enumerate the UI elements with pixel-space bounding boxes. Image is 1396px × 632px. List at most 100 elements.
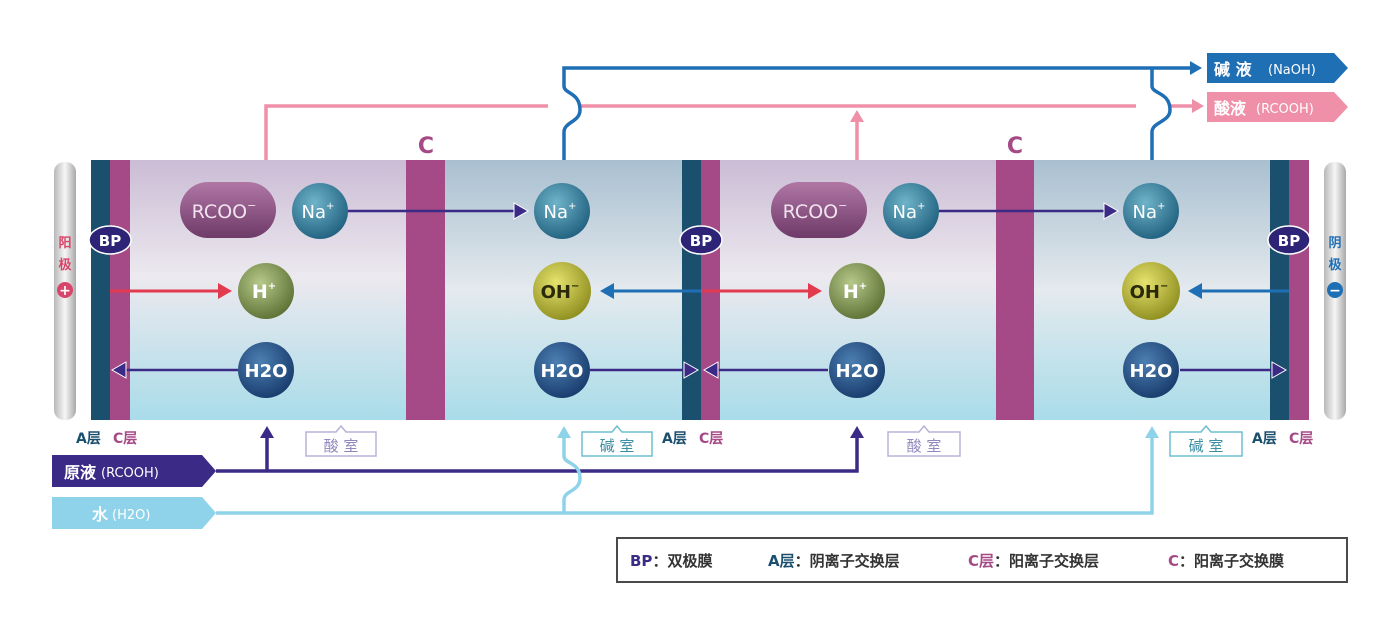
water-riser-1-arrowhead bbox=[557, 426, 571, 438]
bp-badge-right: BP bbox=[1267, 225, 1311, 255]
anode-label-1: 阳 bbox=[58, 236, 71, 251]
svg-text:BP: BP bbox=[1278, 232, 1300, 250]
svg-text:H2O: H2O bbox=[541, 361, 584, 382]
svg-text:BP: BP bbox=[690, 232, 712, 250]
svg-text:碱 液: 碱 液 bbox=[1214, 60, 1253, 79]
anode-label-2: 极 bbox=[58, 257, 72, 273]
oh-arrow-2-head bbox=[1188, 283, 1202, 299]
h-ion-2: H+ bbox=[829, 263, 885, 319]
svg-text:(RCOOH): (RCOOH) bbox=[1256, 102, 1314, 117]
svg-text:A层: A层 bbox=[662, 431, 687, 447]
acid-output-pipe bbox=[264, 104, 1192, 160]
svg-text:A层：阴离子交换层: A层：阴离子交换层 bbox=[768, 552, 900, 570]
svg-text:BP：双极膜: BP：双极膜 bbox=[630, 552, 712, 570]
svg-text:酸 室: 酸 室 bbox=[907, 437, 942, 455]
oh-ion-1: OH− bbox=[533, 262, 591, 320]
layer-label-right: A层 C层 bbox=[1252, 431, 1313, 447]
svg-text:C层: C层 bbox=[113, 431, 137, 447]
na-arrow-1-head bbox=[513, 202, 530, 220]
anode-sign: + bbox=[59, 283, 71, 299]
svg-text:RCOO−: RCOO− bbox=[783, 199, 848, 223]
acid-output-arrowhead bbox=[1192, 99, 1204, 113]
cathode-sign: − bbox=[1329, 283, 1341, 299]
svg-text:C：阳离子交换膜: C：阳离子交换膜 bbox=[1168, 552, 1284, 570]
base-riser-2 bbox=[1150, 68, 1172, 160]
svg-text:OH−: OH− bbox=[541, 281, 580, 303]
base-output-pipe bbox=[562, 66, 1192, 160]
h2o-molecule-3: H2O bbox=[829, 342, 885, 398]
svg-text:H2O: H2O bbox=[1130, 361, 1173, 382]
svg-text:Na+: Na+ bbox=[544, 201, 577, 223]
svg-text:H2O: H2O bbox=[836, 361, 879, 382]
na-arrow-2-head bbox=[1103, 202, 1120, 220]
cathode-label-1: 阴 bbox=[1328, 236, 1341, 251]
svg-text:(RCOOH): (RCOOH) bbox=[101, 466, 159, 481]
water-riser-2-arrowhead bbox=[1145, 426, 1159, 438]
svg-text:(H2O): (H2O) bbox=[112, 508, 150, 523]
feed-input-pipe bbox=[216, 436, 859, 473]
layer-label-middle: A层 C层 bbox=[662, 431, 723, 447]
legend-a-text: ：阴离子交换层 bbox=[795, 552, 900, 570]
svg-text:(NaOH): (NaOH) bbox=[1268, 63, 1316, 78]
h-ion-1: H+ bbox=[238, 263, 294, 319]
svg-text:碱 室: 碱 室 bbox=[1189, 437, 1224, 455]
na-ion-3: Na+ bbox=[883, 183, 939, 239]
c-membrane-label-2: C bbox=[1007, 134, 1023, 159]
bp-badge-middle: BP bbox=[679, 225, 723, 255]
svg-text:Na+: Na+ bbox=[893, 201, 926, 223]
h-arrow-2-head bbox=[808, 283, 822, 299]
svg-text:C层: C层 bbox=[699, 431, 723, 447]
legend-bp-text: ：双极膜 bbox=[652, 552, 712, 570]
oh-ion-2: OH− bbox=[1122, 262, 1180, 320]
c-membrane-1 bbox=[406, 160, 445, 420]
svg-text:碱 室: 碱 室 bbox=[600, 437, 635, 455]
svg-text:RCOO−: RCOO− bbox=[192, 199, 257, 223]
svg-text:Na+: Na+ bbox=[1133, 201, 1166, 223]
acid-chamber-label-2: 酸 室 bbox=[887, 424, 961, 457]
h-arrow-1-head bbox=[218, 283, 232, 299]
svg-text:水: 水 bbox=[92, 505, 109, 524]
h2o-arrow-1-head bbox=[110, 361, 127, 379]
svg-text:H+: H+ bbox=[843, 281, 867, 303]
svg-text:OH−: OH− bbox=[1130, 281, 1169, 303]
h2o-molecule-4: H2O bbox=[1123, 342, 1179, 398]
water-riser-1 bbox=[562, 436, 582, 513]
cathode-label-2: 极 bbox=[1328, 257, 1342, 273]
svg-text:酸 室: 酸 室 bbox=[324, 437, 359, 455]
bp-badge-left: BP bbox=[88, 225, 132, 255]
svg-text:C层: C层 bbox=[1289, 431, 1313, 447]
acid-chamber-label-1: 酸 室 bbox=[305, 424, 377, 457]
base-output-arrowhead bbox=[1190, 61, 1202, 75]
svg-text:BP: BP bbox=[99, 232, 121, 250]
svg-text:H2O: H2O bbox=[245, 361, 288, 382]
base-chamber-label-1: 碱 室 bbox=[581, 424, 653, 457]
h2o-arrow-4-head bbox=[1271, 361, 1288, 379]
anode-plus-icon bbox=[57, 282, 73, 298]
rcoo-ion-2: RCOO− bbox=[771, 182, 867, 238]
c-membrane-label-1: C bbox=[418, 134, 434, 159]
h2o-arrow-3-head bbox=[702, 361, 719, 379]
legend-box: BP：双极膜 A层：阴离子交换层 C层：阳离子交换层 C：阳离子交换膜 bbox=[616, 537, 1348, 583]
h2o-molecule-2: H2O bbox=[534, 342, 590, 398]
acid-output-tag: 酸液 (RCOOH) bbox=[1207, 92, 1348, 122]
legend-c-text: ：阳离子交换膜 bbox=[1179, 552, 1284, 570]
svg-text:A层: A层 bbox=[76, 431, 101, 447]
cathode-minus-icon bbox=[1327, 282, 1343, 298]
svg-text:Na+: Na+ bbox=[302, 201, 335, 223]
legend-c-key: C bbox=[1168, 552, 1179, 570]
h2o-arrow-2-head bbox=[683, 361, 700, 379]
legend-c-layer-text: ：阳离子交换层 bbox=[994, 552, 1099, 570]
layer-label-left: A层 C层 bbox=[76, 431, 137, 447]
svg-text:A层: A层 bbox=[1252, 431, 1277, 447]
base-output-tag: 碱 液 (NaOH) bbox=[1207, 53, 1348, 83]
feed-riser-1-arrowhead bbox=[260, 426, 274, 438]
na-ion-4: Na+ bbox=[1123, 183, 1179, 239]
c-membrane-2 bbox=[996, 160, 1034, 420]
water-input-tag: 水 (H2O) bbox=[52, 497, 216, 529]
svg-text:C层：阳离子交换层: C层：阳离子交换层 bbox=[968, 552, 1099, 570]
na-ion-1: Na+ bbox=[292, 183, 348, 239]
h2o-molecule-1: H2O bbox=[238, 342, 294, 398]
oh-arrow-1-head bbox=[600, 283, 614, 299]
water-input-pipe bbox=[216, 436, 1154, 515]
